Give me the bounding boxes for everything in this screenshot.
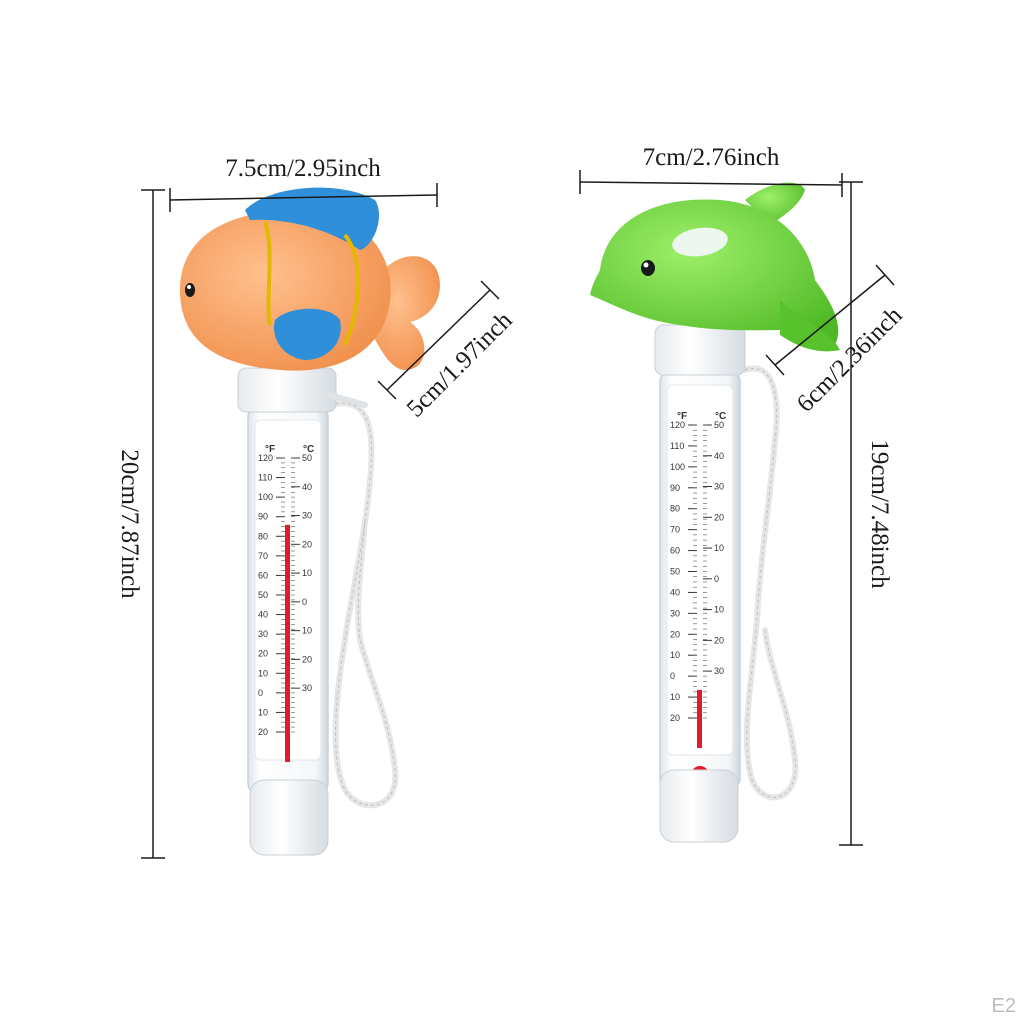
dolphin-eye — [641, 260, 655, 276]
dolphin-f-tick-label: 120 — [670, 420, 685, 430]
fish-c-tick-label: 0 — [302, 597, 307, 607]
fish-bottom-cap — [249, 779, 329, 856]
fish-c-tick-label: 10 — [302, 568, 312, 578]
dolphin-c-tick-label: 30 — [714, 482, 724, 492]
fish-c-tick-label: 20 — [302, 654, 312, 664]
dolphin-f-tick-label: 10 — [670, 692, 680, 702]
fish-c-tick-label: 20 — [302, 539, 312, 549]
fish-fahrenheit-unit: °F — [265, 444, 275, 455]
fish-c-tick-label: 10 — [302, 626, 312, 636]
dolphin-c-tick-label: 50 — [714, 420, 724, 430]
dolphin-c-tick-label: 20 — [714, 635, 724, 645]
dolphin-thermometer: °F°C120110100908070605040302010010205040… — [590, 182, 840, 843]
fish-f-tick-label: 120 — [258, 453, 273, 463]
dolphin-f-tick-label: 40 — [670, 587, 680, 597]
dolphin-celsius-unit: °C — [715, 411, 726, 422]
fish-f-tick-label: 20 — [258, 649, 268, 659]
dolphin-f-tick-label: 80 — [670, 504, 680, 514]
dolphin-c-tick-label: 20 — [714, 512, 724, 522]
fish-f-tick-label: 30 — [258, 629, 268, 639]
fish-thermometer: °F°C120110100908070605040302010010205040… — [180, 187, 440, 856]
dolphin-c-tick-label: 10 — [714, 543, 724, 553]
dolphin-string — [742, 365, 799, 801]
dolphin-f-tick-label: 60 — [670, 546, 680, 556]
fish-c-tick-label: 40 — [302, 482, 312, 492]
fish-c-tick-label: 30 — [302, 511, 312, 521]
dimension-lines — [141, 170, 895, 859]
fish-f-tick-label: 40 — [258, 610, 268, 620]
fish-width-label: 7.5cm/2.95inch — [225, 155, 381, 182]
fish-f-tick-label: 50 — [258, 590, 268, 600]
fish-f-tick-label: 10 — [258, 707, 268, 717]
dolphin-f-tick-label: 100 — [670, 462, 685, 472]
dolphin-f-tick-label: 20 — [670, 713, 680, 723]
fish-collar — [237, 367, 337, 413]
fish-f-tick-label: 60 — [258, 570, 268, 580]
dolphin-collar — [654, 324, 746, 376]
dolphin-mercury-column — [697, 689, 702, 748]
fish-f-tick-label: 80 — [258, 531, 268, 541]
fish-f-tick-label: 20 — [258, 727, 268, 737]
fish-f-tick-label: 10 — [258, 668, 268, 678]
dolphin-float — [590, 182, 840, 352]
dolphin-c-tick-label: 40 — [714, 451, 724, 461]
dolphin-width-label: 7cm/2.76inch — [643, 144, 780, 171]
fish-f-tick-label: 100 — [258, 492, 273, 502]
dolphin-c-tick-label: 30 — [714, 666, 724, 676]
dolphin-fahrenheit-unit: °F — [677, 411, 687, 422]
dolphin-f-tick-label: 70 — [670, 525, 680, 535]
dolphin-f-tick-label: 30 — [670, 608, 680, 618]
fish-float — [180, 187, 440, 371]
fish-f-tick-label: 110 — [258, 473, 272, 483]
dolphin-bottom-cap — [659, 769, 739, 843]
dolphin-c-tick-label: 0 — [714, 574, 719, 584]
dolphin-f-tick-label: 110 — [670, 441, 684, 451]
dolphin-f-tick-label: 50 — [670, 567, 680, 577]
dolphin-c-tick-label: 10 — [714, 605, 724, 615]
fish-f-tick-label: 0 — [258, 688, 263, 698]
watermark: E2 — [991, 995, 1016, 1017]
fish-f-tick-label: 90 — [258, 512, 268, 522]
dolphin-f-tick-label: 0 — [670, 671, 675, 681]
fish-string — [327, 400, 399, 809]
dolphin-f-tick-label: 90 — [670, 483, 680, 493]
fish-depth-label: 5cm/1.97inch — [402, 306, 518, 422]
dolphin-f-tick-label: 10 — [670, 650, 680, 660]
fish-c-tick-label: 50 — [302, 453, 312, 463]
fish-celsius-unit: °C — [303, 444, 314, 455]
fish-mercury-column — [285, 524, 290, 762]
fish-eye — [185, 283, 195, 297]
fish-c-tick-label: 30 — [302, 683, 312, 693]
fish-f-tick-label: 70 — [258, 551, 268, 561]
dolphin-f-tick-label: 20 — [670, 629, 680, 639]
fish-height-label: 20cm/7.87inch — [116, 449, 143, 599]
dolphin-height-label: 19cm/7.48inch — [866, 439, 893, 589]
